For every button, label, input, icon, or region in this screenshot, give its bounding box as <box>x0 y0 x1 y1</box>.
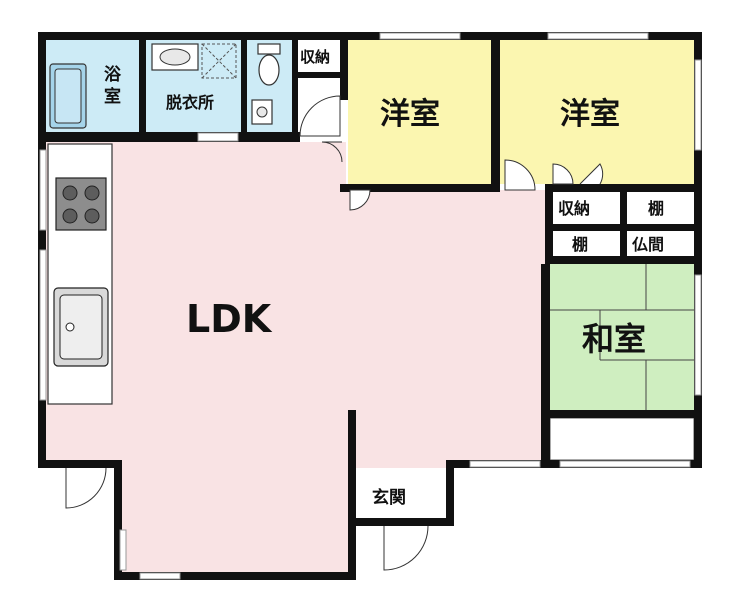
western-room-2-label: 洋室 <box>560 97 620 132</box>
dressing-label: 脱衣所 <box>166 93 214 112</box>
bath-label-1: 浴室 <box>104 64 122 107</box>
storage-right-label: 収納 <box>558 199 590 218</box>
ldk-floor <box>46 142 545 572</box>
engawa-strip <box>549 417 695 461</box>
window-icon <box>39 32 702 580</box>
ldk-label: LDK <box>186 297 273 341</box>
stove-icon <box>55 177 107 231</box>
sink-icon <box>53 287 109 367</box>
bathtub-icon <box>49 63 87 129</box>
room-labels: 浴室 脱衣所 収納 洋室 洋室 収納 棚 棚 仏間 和室 LDK 玄関 <box>104 48 664 508</box>
hand-sink-icon <box>251 99 273 125</box>
bath-label-char: 室 <box>104 86 121 107</box>
toilet-icon <box>257 43 281 86</box>
tatami-lines <box>550 264 694 412</box>
western-room-1-label: 洋室 <box>380 97 440 132</box>
storage-top-label: 収納 <box>300 48 330 66</box>
room-fills <box>46 40 694 572</box>
japanese-room-label: 和室 <box>582 320 646 358</box>
shelf-1-label: 棚 <box>648 199 664 218</box>
door-swing-icon <box>65 95 604 571</box>
bath-label-char: 浴 <box>104 64 122 85</box>
butsuma-label: 仏間 <box>632 235 664 254</box>
washbasin-icon <box>151 43 199 71</box>
shelf-2-label: 棚 <box>572 235 588 254</box>
japanese-room-floor <box>550 264 694 412</box>
western-room-2-floor <box>500 40 694 184</box>
western-room-1-floor <box>348 40 491 184</box>
entrance-label: 玄関 <box>372 487 406 508</box>
washer-space-icon <box>201 43 237 79</box>
